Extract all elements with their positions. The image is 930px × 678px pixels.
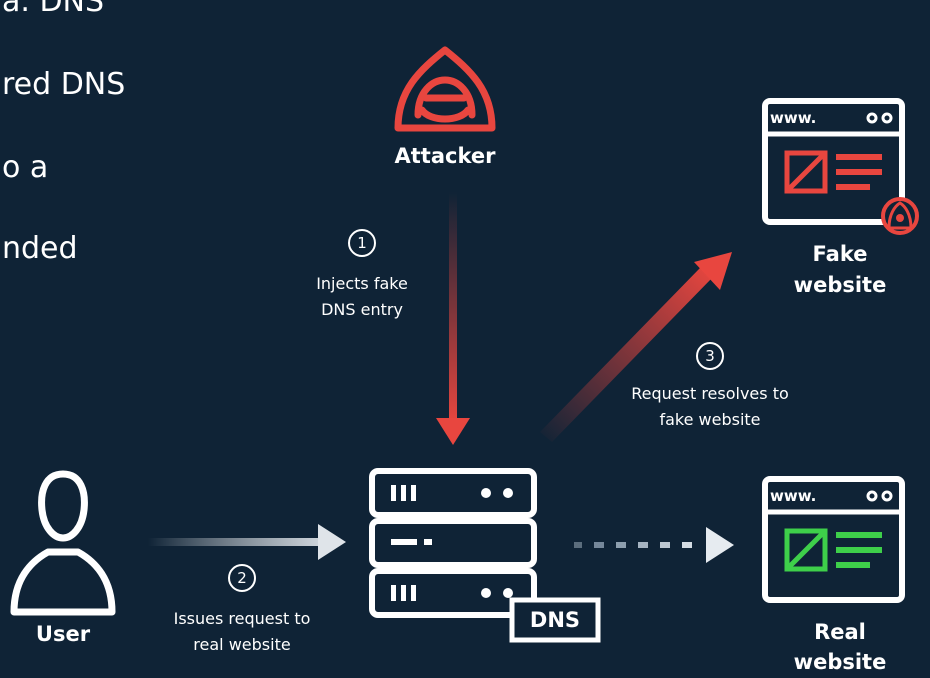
attacker-badge-icon <box>881 197 919 235</box>
dns-tag <box>509 597 601 643</box>
real-website-label-1: Real <box>814 620 866 644</box>
left-text-line-1: a. DNS <box>2 0 105 19</box>
arrow-dashed-real <box>574 527 734 563</box>
real-website-label-2: website <box>793 650 887 674</box>
arrow-inject <box>436 192 470 445</box>
fake-website-label-2: website <box>793 273 887 297</box>
step-3-text-2: fake website <box>659 410 761 429</box>
dns-label: DNS <box>529 608 581 632</box>
step-2-text-2: real website <box>193 635 291 654</box>
attacker-label: Attacker <box>394 144 496 168</box>
user-icon <box>10 470 116 616</box>
real-website-url: www. <box>770 487 817 505</box>
user-label: User <box>35 622 91 646</box>
step-3-text-1: Request resolves to <box>631 384 789 403</box>
fake-website-url: www. <box>770 109 817 127</box>
step-2-text-1: Issues request to <box>173 609 311 628</box>
left-paragraph: a. DNS red DNS o a nded <box>0 0 300 300</box>
fake-website-label-1: Fake <box>812 242 868 266</box>
step-1-number: 1 <box>348 229 376 257</box>
server-icon <box>369 468 537 618</box>
step-3-number: 3 <box>696 342 724 370</box>
fake-website-window <box>762 98 905 225</box>
server-indicators <box>391 485 513 601</box>
arrow-request <box>148 524 346 560</box>
arrow-resolve-fake <box>540 252 732 442</box>
step-1-text-2: DNS entry <box>321 300 403 319</box>
step-2-number: 2 <box>228 564 256 592</box>
left-text-line-3: o a <box>2 150 49 185</box>
left-text-line-2: red DNS <box>2 67 126 102</box>
step-1-text-1: Injects fake <box>316 274 408 293</box>
hooded-attacker-icon <box>394 46 496 132</box>
real-website-window <box>762 476 905 603</box>
left-text-line-4: nded <box>2 231 78 266</box>
